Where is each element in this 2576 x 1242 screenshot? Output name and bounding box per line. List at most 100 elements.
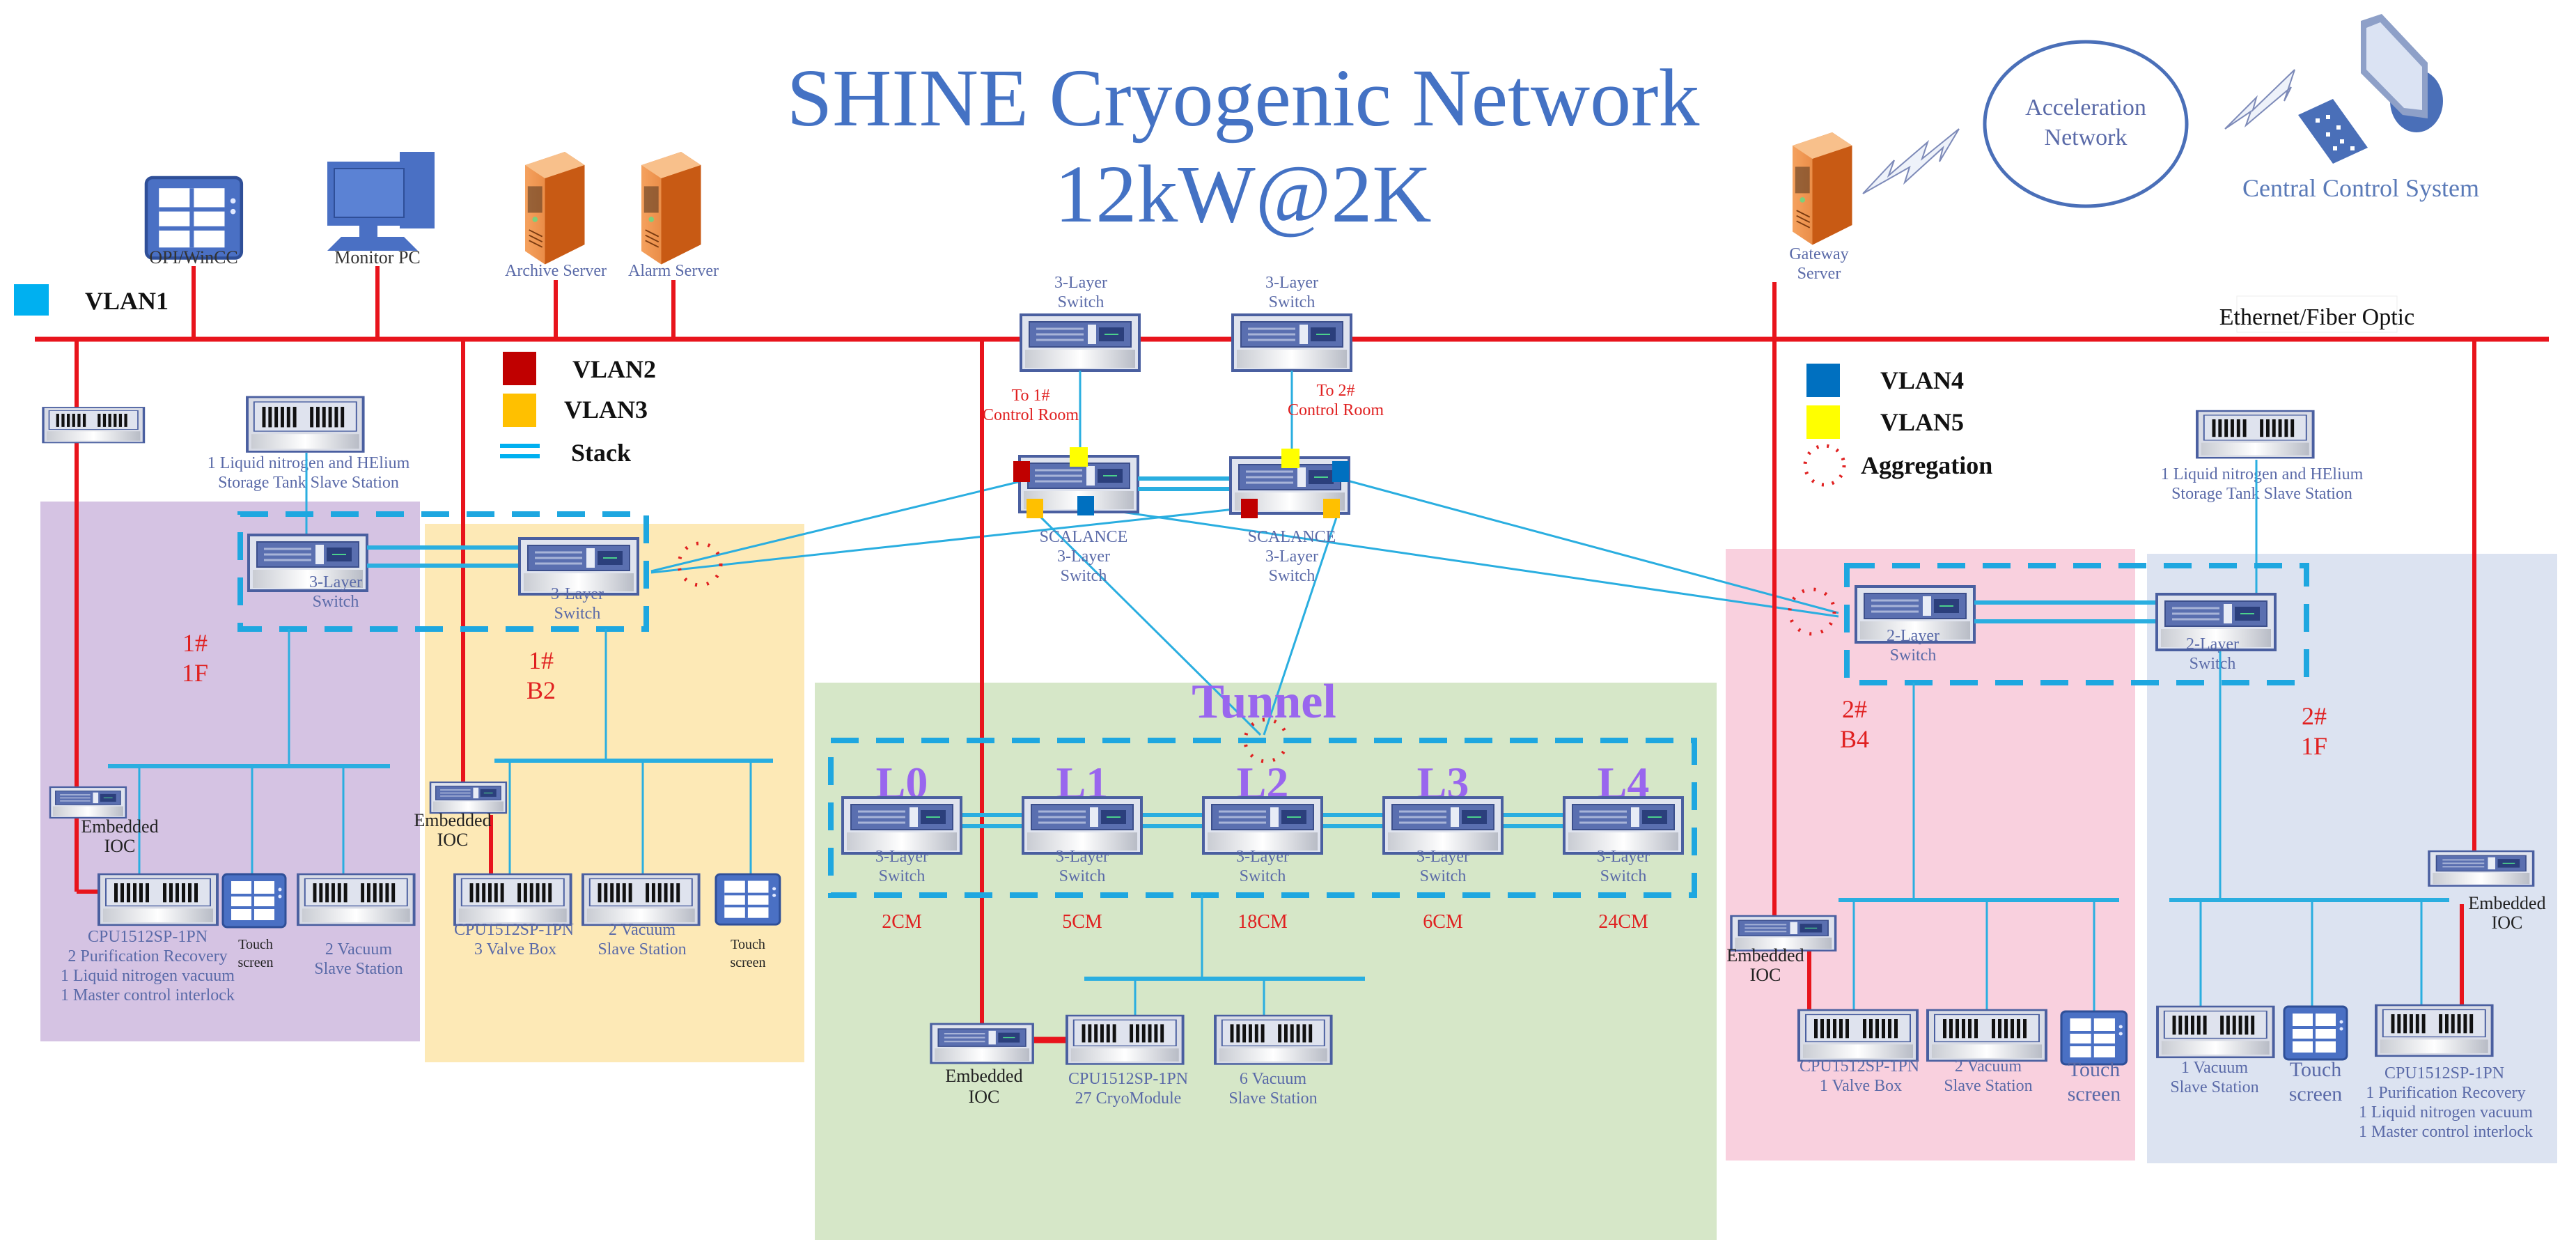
tunnel-sections: L03-LayerSwitch2CML13-LayerSwitch5CML23-… <box>841 758 1684 933</box>
stack-link <box>1138 476 1231 491</box>
embedded-label: Embedded <box>945 1066 1022 1086</box>
vlan5-port <box>1281 449 1299 468</box>
vacuum-label: 2 Vacuum <box>609 921 676 939</box>
embedded-label: Embedded <box>81 816 158 837</box>
stack-link <box>1974 600 2157 623</box>
archive-server-device[interactable]: Archive Server <box>505 151 607 339</box>
embedded-label: Embedded <box>414 810 491 830</box>
wireless-link-icon <box>1862 128 1960 194</box>
storage-tank-station-2[interactable]: 1 Liquid nitrogen and HElium Storage Tan… <box>2161 410 2364 503</box>
zone-1f-embedded-ioc[interactable]: Embedded IOC <box>49 786 159 856</box>
zone-1f-vacuum-station[interactable]: 2 Vacuum Slave Station <box>297 873 416 978</box>
switch-label: Switch <box>1059 867 1106 885</box>
aggregation-marker <box>1788 587 1836 636</box>
switch-label: 3-Layer <box>1597 848 1650 866</box>
cryomodule-count: 2CM <box>882 911 922 933</box>
bus-label-box <box>2236 295 2398 333</box>
desktop-pc-icon <box>327 152 435 251</box>
acceleration-network-label-1: Acceleration <box>2025 95 2146 121</box>
monitor-pc-device[interactable]: Monitor PC <box>327 152 435 339</box>
switch-icon <box>930 1023 1034 1064</box>
switch-icon <box>1020 313 1141 372</box>
zone-b4-cpu[interactable]: CPU1512SP-1PN 1 Valve Box <box>1797 1009 1919 1095</box>
zone-2f-cpu[interactable]: CPU1512SP-1PN 1 Purification Recovery 1 … <box>2359 1004 2533 1141</box>
diagram-title-line2: 12kW@2K <box>1054 148 1431 240</box>
acceleration-network-ellipse <box>1983 40 2189 208</box>
rack-icon <box>581 873 701 926</box>
scalance-switch-1[interactable]: SCALANCE 3-Layer Switch <box>1013 447 1139 585</box>
zone-1f-touch-screen[interactable]: Touch screen <box>221 873 287 970</box>
central-control-system[interactable]: Central Control System <box>2242 14 2479 202</box>
zone-2f-touch-screen[interactable]: Touch screen <box>2283 1005 2348 1105</box>
legend-aggregation-label: Aggregation <box>1861 451 1992 479</box>
vlan1-left-switch[interactable] <box>42 406 146 444</box>
rack-icon <box>1214 1014 1333 1066</box>
legend-vlan3-swatch <box>503 394 536 427</box>
zone-2f-vacuum-station[interactable]: 1 Vacuum Slave Station <box>2156 1005 2275 1096</box>
zone-b4-label-2: B4 <box>1840 725 1869 753</box>
rack-icon <box>2196 410 2315 460</box>
gateway-server-device[interactable]: Gateway Server <box>1772 132 1853 339</box>
server-tower-icon <box>524 151 586 265</box>
server-tower-icon <box>641 151 702 265</box>
touch-label-2: screen <box>2068 1082 2121 1105</box>
vlan2-port <box>1013 461 1030 482</box>
cryomodule-count: 6CM <box>1423 911 1463 933</box>
storage-tank-station-1[interactable]: 1 Liquid nitrogen and HElium Storage Tan… <box>208 396 410 492</box>
rack-icon <box>2375 1004 2494 1057</box>
to-control-room-1-l2: Control Room <box>983 406 1079 424</box>
vlan3-port <box>1027 499 1043 518</box>
switch-label: 3-Layer <box>1236 848 1289 866</box>
cryomodule-count: 5CM <box>1062 911 1102 933</box>
scalance-switch-2[interactable]: SCALANCE 3-Layer Switch <box>1229 449 1350 585</box>
rack-icon <box>453 873 572 926</box>
zone-b4-vacuum-station[interactable]: 2 Vacuum Slave Station <box>1926 1009 2047 1095</box>
touch-label-1: Touch <box>238 937 273 952</box>
zone-b2-cpu[interactable]: CPU1512SP-1PN 3 Valve Box <box>453 873 574 958</box>
touch-panel-icon <box>2061 1011 2127 1064</box>
zone-1f-switch[interactable]: 3-Layer Switch <box>247 534 368 611</box>
zone-b2-touch-screen[interactable]: Touch screen <box>716 874 780 970</box>
switch-label: 3-Layer <box>1056 848 1109 866</box>
zone-b2-embedded-ioc[interactable]: Embedded IOC <box>414 781 508 850</box>
zone-b2-vacuum-station[interactable]: 2 Vacuum Slave Station <box>581 873 701 958</box>
zone-b4-embedded-ioc[interactable]: Embedded IOC <box>1726 915 1837 985</box>
rack-icon <box>1926 1009 2047 1062</box>
touch-panel-icon <box>146 178 242 258</box>
tunnel-embedded-ioc[interactable]: Embedded IOC <box>930 1023 1034 1107</box>
cpu-label: CPU1512SP-1PN <box>88 928 208 946</box>
zone-b4-touch-screen[interactable]: Touch screen <box>2061 1011 2127 1105</box>
ioc-label: IOC <box>437 830 469 850</box>
cpu-line-1: 2 Purification Recovery <box>68 947 227 965</box>
aggregation-marker <box>677 541 723 587</box>
core-switch-1-label-2: Switch <box>1058 293 1104 311</box>
core-switch-2[interactable]: 3-Layer Switch <box>1231 274 1352 372</box>
zone-1f-cpu[interactable]: CPU1512SP-1PN 2 Purification Recovery 1 … <box>61 873 235 1004</box>
tunnel-cpu[interactable]: CPU1512SP-1PN 27 CryoModule <box>1065 1014 1188 1108</box>
rack-icon <box>1065 1014 1185 1066</box>
touch-label-1: Touch <box>2290 1058 2342 1081</box>
zone-b4-switch[interactable]: 2-Layer Switch <box>1855 585 1976 665</box>
legend-vlan2-swatch <box>503 352 536 385</box>
storage-1-label-2: Storage Tank Slave Station <box>218 474 399 492</box>
zone-b4-switch-label-2: Switch <box>1890 646 1937 665</box>
opi-wincc-device[interactable]: OPI/WinCC <box>146 178 242 339</box>
acceleration-network[interactable]: Acceleration Network <box>1983 40 2189 208</box>
touch-panel-icon <box>716 874 780 924</box>
zone-b2-switch[interactable]: 3-Layer Switch <box>518 537 639 623</box>
slave-label: Slave Station <box>1228 1089 1317 1108</box>
zone-2f-embedded-ioc[interactable]: Embedded IOC <box>2428 850 2546 933</box>
tunnel-vacuum-station[interactable]: 6 Vacuum Slave Station <box>1214 1014 1333 1108</box>
bus-label: Ethernet/Fiber Optic <box>2219 304 2414 330</box>
slave-label: Slave Station <box>2170 1078 2258 1096</box>
rack-icon <box>42 406 146 444</box>
alarm-server-device[interactable]: Alarm Server <box>628 151 719 339</box>
touch-label-2: screen <box>2289 1082 2343 1105</box>
core-switch-1[interactable]: 3-Layer Switch <box>1020 274 1141 372</box>
zone-2f-switch[interactable]: 2-Layer Switch <box>2155 593 2277 673</box>
